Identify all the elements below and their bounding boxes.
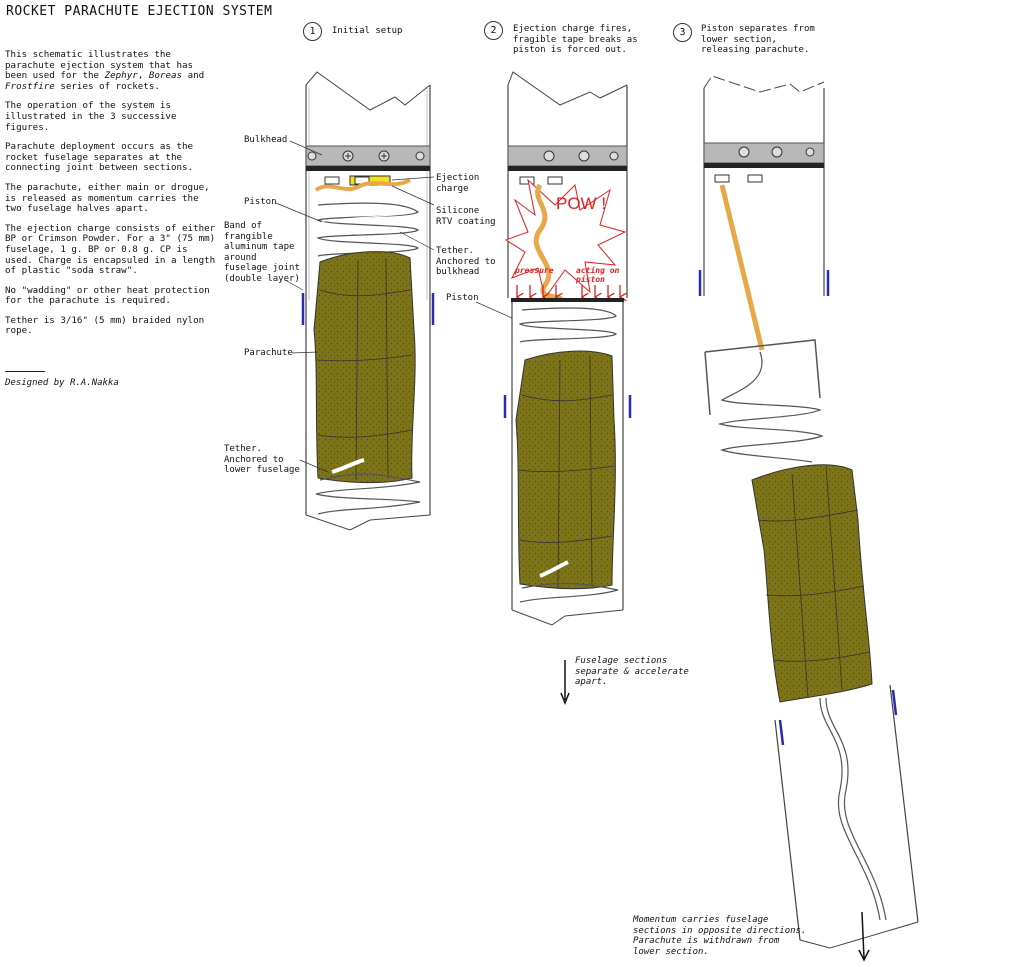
label-tether-bulkhead: Tether. Anchored to bulkhead — [436, 246, 502, 278]
separation-arrow-2 — [561, 660, 569, 703]
label-parachute: Parachute — [244, 348, 293, 359]
label-pressure: pressure — [515, 266, 554, 277]
figure-3-piston-separates — [700, 76, 918, 948]
label-acting-on-piston: acting on piston — [576, 266, 630, 284]
label-frangible-band: Band of frangible aluminum tape around f… — [224, 221, 302, 284]
parachute-3 — [752, 465, 872, 702]
label-piston: Piston — [244, 197, 277, 208]
bulkhead-1 — [306, 146, 430, 166]
label-ejection-charge: Ejection charge — [436, 173, 496, 194]
parachute-2 — [516, 351, 615, 589]
label-piston-2: Piston — [446, 293, 479, 304]
piston-3 — [705, 340, 820, 415]
label-tether-lower: Tether. Anchored to lower fuselage — [224, 444, 302, 476]
label-bulkhead: Bulkhead — [244, 135, 287, 146]
figure-1-initial-setup — [303, 72, 433, 530]
separation-arrow-3 — [859, 912, 869, 960]
bulkhead-2 — [508, 146, 627, 166]
figure-2-ejection-fires — [505, 72, 630, 625]
note-fuselage-separate: Fuselage sections separate & accelerate … — [575, 656, 695, 688]
note-momentum: Momentum carries fuselage sections in op… — [633, 915, 808, 957]
label-silicone-rtv: Silicone RTV coating — [436, 206, 496, 227]
label-pow: POW ! — [556, 199, 606, 210]
parachute-1 — [314, 252, 415, 483]
